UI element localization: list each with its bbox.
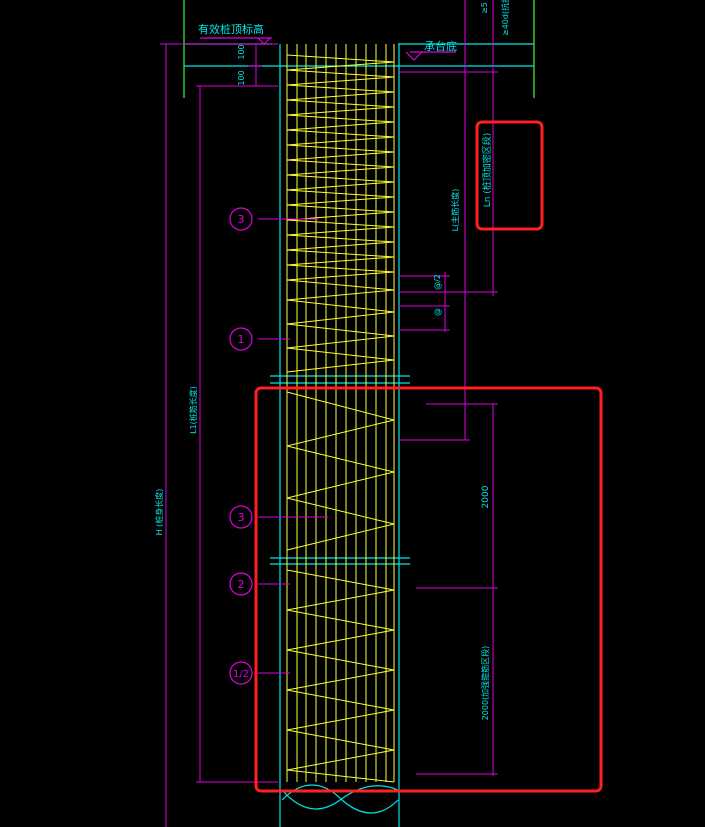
dimension-lines xyxy=(160,0,498,827)
dim-2000b-label: 2000(加强箍筋区段) xyxy=(480,646,490,721)
marker-2: 2 xyxy=(238,578,245,591)
spiral-stirrups xyxy=(286,54,395,783)
anchor-length-b: ≥40d(抗拔桩) xyxy=(500,0,510,36)
dim-2000-label: 2000 xyxy=(481,485,491,508)
cap-outline xyxy=(183,0,535,98)
marker-3b: 3 xyxy=(238,511,245,524)
main-bars xyxy=(286,44,395,782)
highlight-lower xyxy=(254,386,603,793)
l1-label: L1(桩筋长度) xyxy=(188,386,198,434)
spacing-label: @ xyxy=(433,308,442,316)
ln-label: Ln (桩顶加密区段) xyxy=(481,133,493,208)
anchor-length-a: ≥5 xyxy=(480,2,489,14)
h-label: H (桩身长度) xyxy=(154,489,164,536)
marker-1-2: 1/2 xyxy=(233,669,249,680)
pile-outline xyxy=(184,43,534,827)
cap-bottom-label: 承台底 xyxy=(424,39,457,53)
dim-top-a: 100 xyxy=(237,44,246,59)
main-bar-length-label: L(主筋长度) xyxy=(450,189,460,232)
marker-1: 1 xyxy=(238,333,245,346)
marker-3a: 3 xyxy=(238,213,245,226)
marker-circles xyxy=(229,207,253,685)
spacing-half-label: @/2 xyxy=(433,274,442,290)
elevation-markers xyxy=(200,37,456,61)
dim-top-b: 100 xyxy=(237,70,246,85)
highlight-ln xyxy=(475,120,544,231)
pile-top-elevation-label: 有效桩顶标高 xyxy=(198,22,264,36)
